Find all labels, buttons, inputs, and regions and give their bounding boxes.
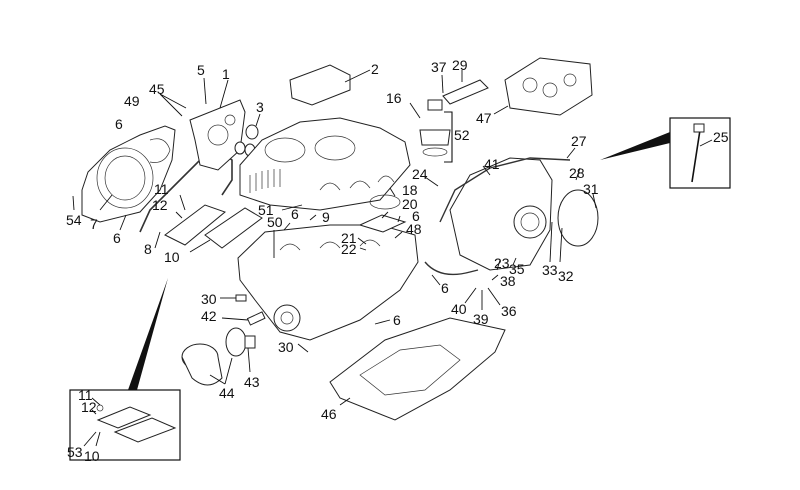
- label-46: 46: [321, 406, 337, 422]
- label-51: 51: [258, 202, 274, 218]
- sensor-wire: [424, 261, 479, 276]
- label-8: 8: [144, 241, 152, 257]
- label-39: 39: [473, 311, 489, 327]
- label-30: 30: [201, 291, 217, 307]
- dipstick-pointer: [600, 132, 670, 160]
- leader-lines: [72, 69, 713, 447]
- label-21: 21: [341, 230, 357, 246]
- strainer-18: [369, 194, 401, 210]
- inset-label-12: 12: [81, 399, 97, 415]
- label-27: 27: [571, 133, 587, 149]
- oil-sump-pan: [329, 317, 506, 421]
- label-38: 38: [500, 273, 516, 289]
- round-cover: [557, 189, 599, 247]
- label-12: 12: [152, 197, 168, 213]
- label-6: 6: [113, 230, 121, 246]
- lower-crankcase: [237, 224, 419, 341]
- timing-cover: [81, 125, 176, 223]
- label-5: 5: [197, 62, 205, 78]
- bearing-shells: [164, 204, 263, 249]
- plug-30: [235, 294, 247, 302]
- inset-label-11: 11: [78, 387, 93, 403]
- label-9: 9: [322, 209, 330, 225]
- label-42: 42: [201, 308, 217, 324]
- label-6: 6: [412, 208, 420, 224]
- label-31: 31: [583, 181, 599, 197]
- label-10: 10: [164, 249, 180, 265]
- label-2: 2: [371, 61, 379, 77]
- label-43: 43: [244, 374, 260, 390]
- label-35: 35: [509, 261, 525, 277]
- label-45: 45: [149, 81, 165, 97]
- label-3: 3: [256, 99, 264, 115]
- label-33: 33: [542, 262, 558, 278]
- label-32: 32: [558, 268, 574, 284]
- label-6: 6: [115, 116, 123, 132]
- plate-20: [358, 214, 407, 233]
- label-6: 6: [291, 206, 299, 222]
- label-40: 40: [451, 301, 467, 317]
- label-23: 23: [494, 255, 510, 271]
- label-7: 7: [90, 216, 98, 232]
- filter-union: [244, 335, 256, 349]
- bearing: [234, 124, 259, 157]
- label-47: 47: [476, 110, 492, 126]
- label-49: 49: [124, 93, 140, 109]
- label-52: 52: [454, 127, 470, 143]
- breather-assembly: [419, 79, 489, 157]
- label-6: 6: [393, 312, 401, 328]
- dipstick-inset-box: [669, 117, 731, 189]
- label-36: 36: [501, 303, 517, 319]
- gasket-set-2: [289, 64, 351, 106]
- label-44: 44: [219, 385, 235, 401]
- front-plate: [189, 99, 246, 171]
- inset-detail-box: [69, 389, 181, 461]
- label-22: 22: [341, 241, 357, 257]
- label-29: 29: [452, 57, 468, 73]
- label-28: 28: [569, 165, 585, 181]
- label-25: 25: [713, 129, 729, 145]
- inset-label-53: 53: [67, 444, 83, 460]
- label-18: 18: [402, 182, 418, 198]
- upper-crankcase: [239, 117, 411, 211]
- label-54: 54: [66, 212, 82, 228]
- inset-label-10: 10: [84, 448, 100, 464]
- label-1: 1: [222, 66, 230, 82]
- label-37: 37: [431, 59, 447, 75]
- label-16: 16: [386, 90, 402, 106]
- label-41: 41: [484, 156, 500, 172]
- oil-filter: [181, 327, 247, 386]
- label-30: 30: [278, 339, 294, 355]
- part-labels: 1 2 3 5 45 49 6 54 7 6 8 11 12 10 51 6 5…: [66, 57, 729, 464]
- label-6: 6: [441, 280, 449, 296]
- gasket-set-47: [504, 57, 593, 116]
- inset-pointer: [128, 278, 168, 390]
- clutch-cover: [439, 157, 571, 271]
- label-20: 20: [402, 196, 418, 212]
- label-11: 11: [154, 181, 169, 197]
- label-50: 50: [267, 214, 283, 230]
- label-24: 24: [412, 166, 428, 182]
- filter-nipple: [246, 311, 266, 326]
- label-48: 48: [406, 221, 422, 237]
